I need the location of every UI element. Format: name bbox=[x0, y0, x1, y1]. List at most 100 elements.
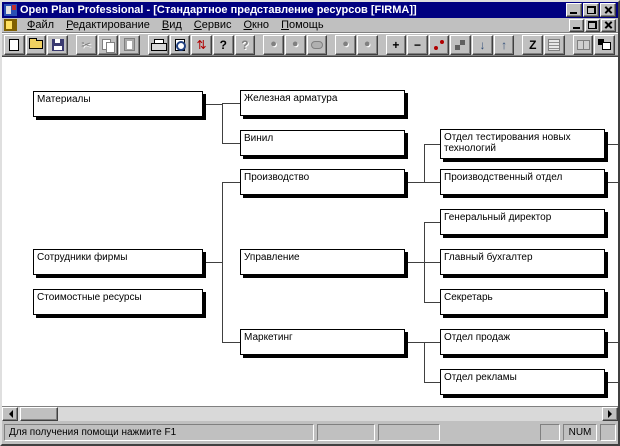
child-restore-button[interactable] bbox=[585, 18, 600, 32]
notes-icon bbox=[548, 38, 561, 51]
node-proizvodstvennyj-otdel[interactable]: Производственный отдел bbox=[440, 169, 605, 195]
notes-view-button[interactable] bbox=[544, 34, 565, 55]
resource-circle-button[interactable]: ● bbox=[263, 34, 284, 55]
node-generalnyj-direktor[interactable]: Генеральный директор bbox=[440, 209, 605, 235]
print-preview-icon bbox=[174, 38, 186, 51]
plus-icon: + bbox=[392, 37, 400, 52]
node-otdel-testirovaniya[interactable]: Отдел тестирования новых технологий bbox=[440, 129, 605, 159]
hierarchy-steps-button[interactable] bbox=[450, 34, 472, 55]
connector-line bbox=[222, 103, 240, 104]
node-sekretar[interactable]: Секретарь bbox=[440, 289, 605, 315]
rounded-node-button[interactable] bbox=[306, 34, 328, 55]
circle-icon: ● bbox=[363, 38, 371, 50]
connector-line bbox=[203, 104, 223, 105]
connector-line bbox=[222, 342, 240, 343]
scrollbar-thumb[interactable] bbox=[20, 407, 58, 421]
scrollbar-track[interactable] bbox=[18, 407, 602, 421]
context-help-button[interactable]: ? bbox=[234, 34, 256, 55]
close-button[interactable] bbox=[600, 3, 616, 17]
restore-button[interactable] bbox=[583, 3, 599, 17]
add-node-button[interactable]: + bbox=[385, 34, 407, 55]
print-preview-button[interactable] bbox=[169, 34, 191, 55]
connector-line bbox=[424, 382, 440, 383]
paste-button[interactable] bbox=[119, 34, 140, 55]
node-marketing[interactable]: Маркетинг bbox=[240, 329, 405, 355]
node-stoimostnye-resursy[interactable]: Стоимостные ресурсы bbox=[33, 289, 203, 315]
status-panel-2 bbox=[378, 423, 440, 441]
scroll-left-button[interactable] bbox=[2, 407, 18, 421]
connector-stub-line bbox=[605, 342, 618, 343]
help-button[interactable]: ? bbox=[212, 34, 234, 55]
printer-icon bbox=[151, 39, 168, 51]
connector-line bbox=[424, 182, 440, 183]
rounded-node-icon bbox=[310, 40, 323, 49]
split-window-button[interactable] bbox=[572, 34, 594, 55]
node-glavnyj-buhgalter[interactable]: Главный бухгалтер bbox=[440, 249, 605, 275]
move-down-button[interactable]: ↓ bbox=[472, 34, 493, 55]
node-otdel-prodazh[interactable]: Отдел продаж bbox=[440, 329, 605, 355]
connector-stub-line bbox=[605, 382, 618, 383]
print-button[interactable] bbox=[147, 34, 169, 55]
connector-line bbox=[405, 342, 425, 343]
app-icon[interactable] bbox=[4, 4, 17, 16]
node-zheleznaya-armatura[interactable]: Железная арматура bbox=[240, 90, 405, 116]
child-close-button[interactable] bbox=[601, 18, 616, 32]
node-proizvodstvo[interactable]: Производство bbox=[240, 169, 405, 195]
node-materialy[interactable]: Материалы bbox=[33, 91, 203, 117]
node-upravlenie[interactable]: Управление bbox=[240, 249, 405, 275]
menu-item-help[interactable]: Помощь bbox=[281, 19, 324, 31]
diagram-canvas: Материалы Сотрудники фирмы Стоимостные р… bbox=[2, 56, 618, 406]
menu-item-edit[interactable]: Редактирование bbox=[66, 19, 150, 31]
minimize-button[interactable] bbox=[566, 3, 582, 17]
circle-a-button[interactable]: ● bbox=[335, 34, 356, 55]
connector-line bbox=[222, 182, 223, 343]
status-panel-4 bbox=[600, 423, 616, 441]
toolbar: ✂ ⇅ ? ? ● ● ● ● + − ↓ ↑ Z bbox=[2, 33, 618, 56]
arrange-windows-button[interactable] bbox=[594, 34, 616, 55]
open-button[interactable] bbox=[25, 34, 47, 55]
zigzag-icon: Z bbox=[529, 37, 537, 52]
import-export-button[interactable]: ⇅ bbox=[191, 34, 212, 55]
move-up-button[interactable]: ↑ bbox=[493, 34, 515, 55]
link-nodes-button[interactable] bbox=[428, 34, 450, 55]
cut-button[interactable]: ✂ bbox=[75, 34, 97, 55]
copy-icon bbox=[101, 38, 115, 53]
connector-line bbox=[424, 144, 425, 183]
connector-stub-line bbox=[605, 182, 618, 183]
paste-clipboard-icon bbox=[124, 38, 136, 51]
node-otdel-reklamy[interactable]: Отдел рекламы bbox=[440, 369, 605, 395]
arrow-down-icon: ↓ bbox=[479, 37, 486, 52]
menu-item-view[interactable]: Вид bbox=[161, 19, 182, 31]
status-panel-1 bbox=[317, 423, 375, 441]
child-minimize-button[interactable] bbox=[569, 18, 584, 32]
circle-icon: ● bbox=[270, 38, 277, 50]
save-button[interactable] bbox=[47, 34, 68, 55]
scroll-right-arrow-icon bbox=[607, 410, 616, 418]
menu-item-window[interactable]: Окно bbox=[243, 19, 270, 31]
node-sotrudniki-firmy[interactable]: Сотрудники фирмы bbox=[33, 249, 203, 275]
connector-line bbox=[222, 103, 223, 144]
new-button[interactable] bbox=[4, 34, 25, 55]
help-question-icon: ? bbox=[219, 37, 227, 52]
title-bar: Open Plan Professional - [Стандартное пр… bbox=[2, 2, 618, 18]
save-floppy-icon bbox=[51, 38, 64, 51]
new-document-icon bbox=[9, 38, 20, 51]
circle-b-button[interactable]: ● bbox=[356, 34, 378, 55]
split-window-icon bbox=[576, 39, 590, 50]
arrange-windows-icon bbox=[598, 39, 612, 50]
connector-line bbox=[424, 342, 425, 383]
remove-node-button[interactable]: − bbox=[407, 34, 428, 55]
arrow-up-icon: ↑ bbox=[501, 37, 508, 52]
scroll-right-button[interactable] bbox=[602, 407, 618, 421]
node-vinil[interactable]: Винил bbox=[240, 130, 405, 156]
resource-query-button[interactable]: ● bbox=[284, 34, 306, 55]
status-bar: Для получения помощи нажмите F1 NUM bbox=[2, 421, 618, 444]
horizontal-scrollbar[interactable] bbox=[2, 406, 618, 421]
connector-line bbox=[424, 342, 440, 343]
child-window-system-icon[interactable] bbox=[4, 19, 17, 31]
menu-item-file[interactable]: Файл bbox=[27, 19, 55, 31]
zigzag-view-button[interactable]: Z bbox=[522, 34, 544, 55]
connector-line bbox=[424, 144, 440, 145]
copy-button[interactable] bbox=[97, 34, 119, 55]
menu-item-service[interactable]: Сервис bbox=[193, 19, 232, 31]
